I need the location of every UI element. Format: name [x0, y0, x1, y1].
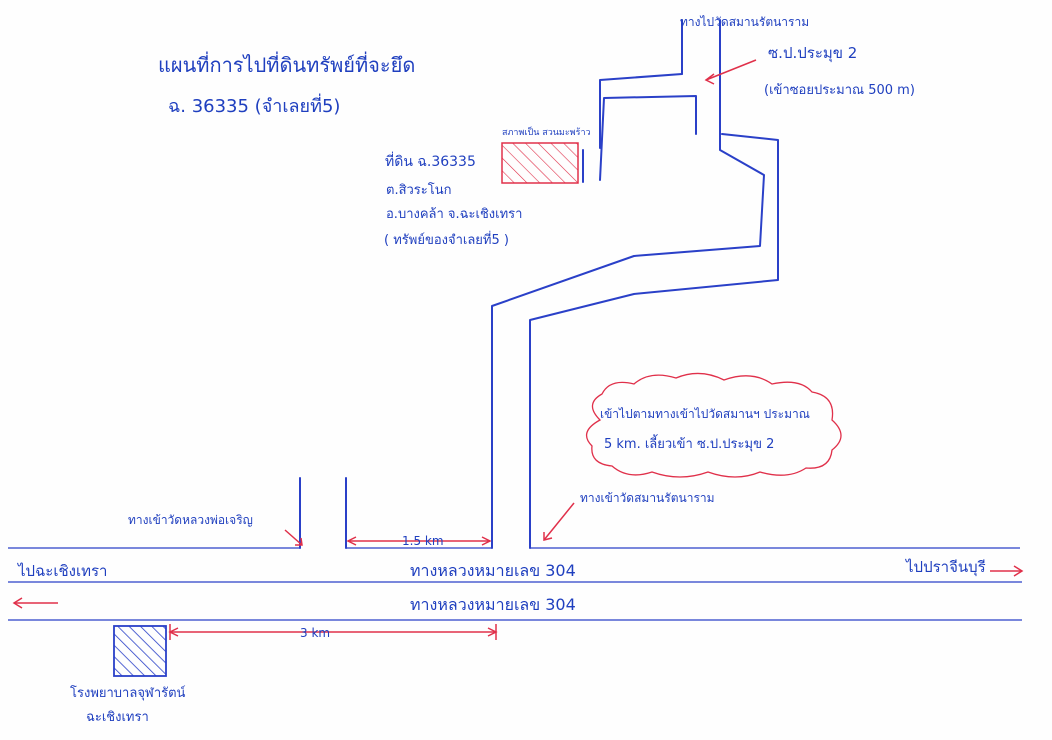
dimension-3km: [168, 624, 498, 640]
map-title: แผนที่การไปที่ดินทรัพย์ที่จะยึด: [158, 51, 415, 77]
top-road-label: ทางไปวัดสมานรัตนาราม: [680, 15, 809, 29]
temple-entrance-label: ทางเข้าวัดสมานรัตนาราม: [580, 491, 715, 505]
hospital-name-label: โรงพยาบาลจุฬารัตน์: [70, 685, 186, 701]
plot-deed-label: ที่ดิน ฉ.36335: [385, 152, 476, 170]
highway-label-upper: ทางหลวงหมายเลข 304: [410, 561, 576, 580]
land-plot: [501, 142, 579, 184]
arrow-left-icon: [12, 597, 58, 609]
arrow-pointer-temple-icon: [543, 502, 575, 541]
left-temple-road-label: ทางเข้าวัดหลวงพ่อเจริญ: [128, 513, 253, 527]
arrow-pointer-left-temple-icon: [284, 529, 303, 546]
hospital-building: [113, 625, 167, 677]
to-prachinburi-label: ไปปราจีนบุรี: [905, 558, 986, 577]
plot-tag-label: สภาพเป็น สวนมะพร้าว: [502, 125, 591, 138]
arrow-pointer-soi-icon: [704, 59, 757, 85]
dimension-1-5km: [346, 536, 492, 546]
hospital-city-label: ฉะเชิงเทรา: [86, 710, 149, 725]
arrow-right-icon: [990, 565, 1024, 577]
dimension-1-5km-label: 1.5 km: [402, 534, 444, 548]
note-line-1: เข้าไปตามทางเข้าไปวัดสมานฯ ประมาณ: [600, 407, 810, 421]
map-title-deed: ฉ. 36335 (จำเลยที่5): [168, 93, 340, 117]
road-left-temple: [299, 477, 347, 549]
note-line-2: 5 km. เลี้ยวเข้า ซ.ป.ประมุข 2: [604, 434, 774, 452]
dimension-3km-label: 3 km: [300, 626, 330, 640]
plot-district-label: อ.บางคล้า จ.ฉะเชิงเทรา: [386, 207, 522, 222]
to-chachoengsao-label: ไปฉะเชิงเทรา: [17, 562, 107, 580]
soi-name-label: ซ.ป.ประมุข 2: [768, 44, 857, 63]
note-cloud: [585, 372, 842, 478]
plot-owner-label: ( ทรัพย์ของจำเลยที่5 ): [384, 231, 509, 248]
plot-subdistrict-label: ต.สิวระโนก: [386, 182, 452, 198]
highway-label-lower: ทางหลวงหมายเลข 304: [410, 595, 576, 614]
road-temple-main: [491, 19, 779, 549]
soi-distance-label: (เข้าซอยประมาณ 500 m): [764, 83, 915, 98]
highway-304: [8, 547, 1022, 621]
